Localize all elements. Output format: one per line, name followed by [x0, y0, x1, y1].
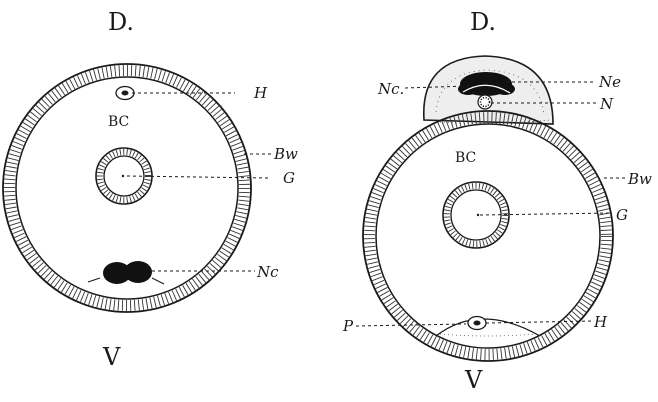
right-label-g: G [616, 206, 628, 224]
left-label-nc: Nc [256, 263, 279, 281]
left-dorsal-label: D. [108, 8, 134, 36]
left-label-bw: Bw [273, 145, 298, 163]
right-label-ne: Ne [598, 73, 621, 91]
right-label-n: N [599, 95, 614, 113]
left-label-g: G [283, 169, 295, 187]
right-cavity-label: BC [455, 150, 476, 166]
right-dorsal-label: D. [470, 8, 496, 36]
left-ventral-label: V [102, 343, 121, 371]
left-label-h: H [253, 84, 268, 102]
right-label-nc: Nc. [377, 80, 404, 98]
right-section: D. BC [342, 8, 652, 394]
right-label-h: H [593, 313, 608, 331]
left-gut [96, 148, 152, 204]
left-section: D. BC H Bw G Nc V [3, 8, 298, 371]
right-ventral-label: V [464, 366, 483, 394]
left-cavity-label: BC [108, 114, 129, 130]
right-label-p: P [342, 317, 354, 335]
left-heart [116, 87, 134, 100]
right-notochord [478, 95, 492, 109]
right-label-bw: Bw [627, 170, 652, 188]
